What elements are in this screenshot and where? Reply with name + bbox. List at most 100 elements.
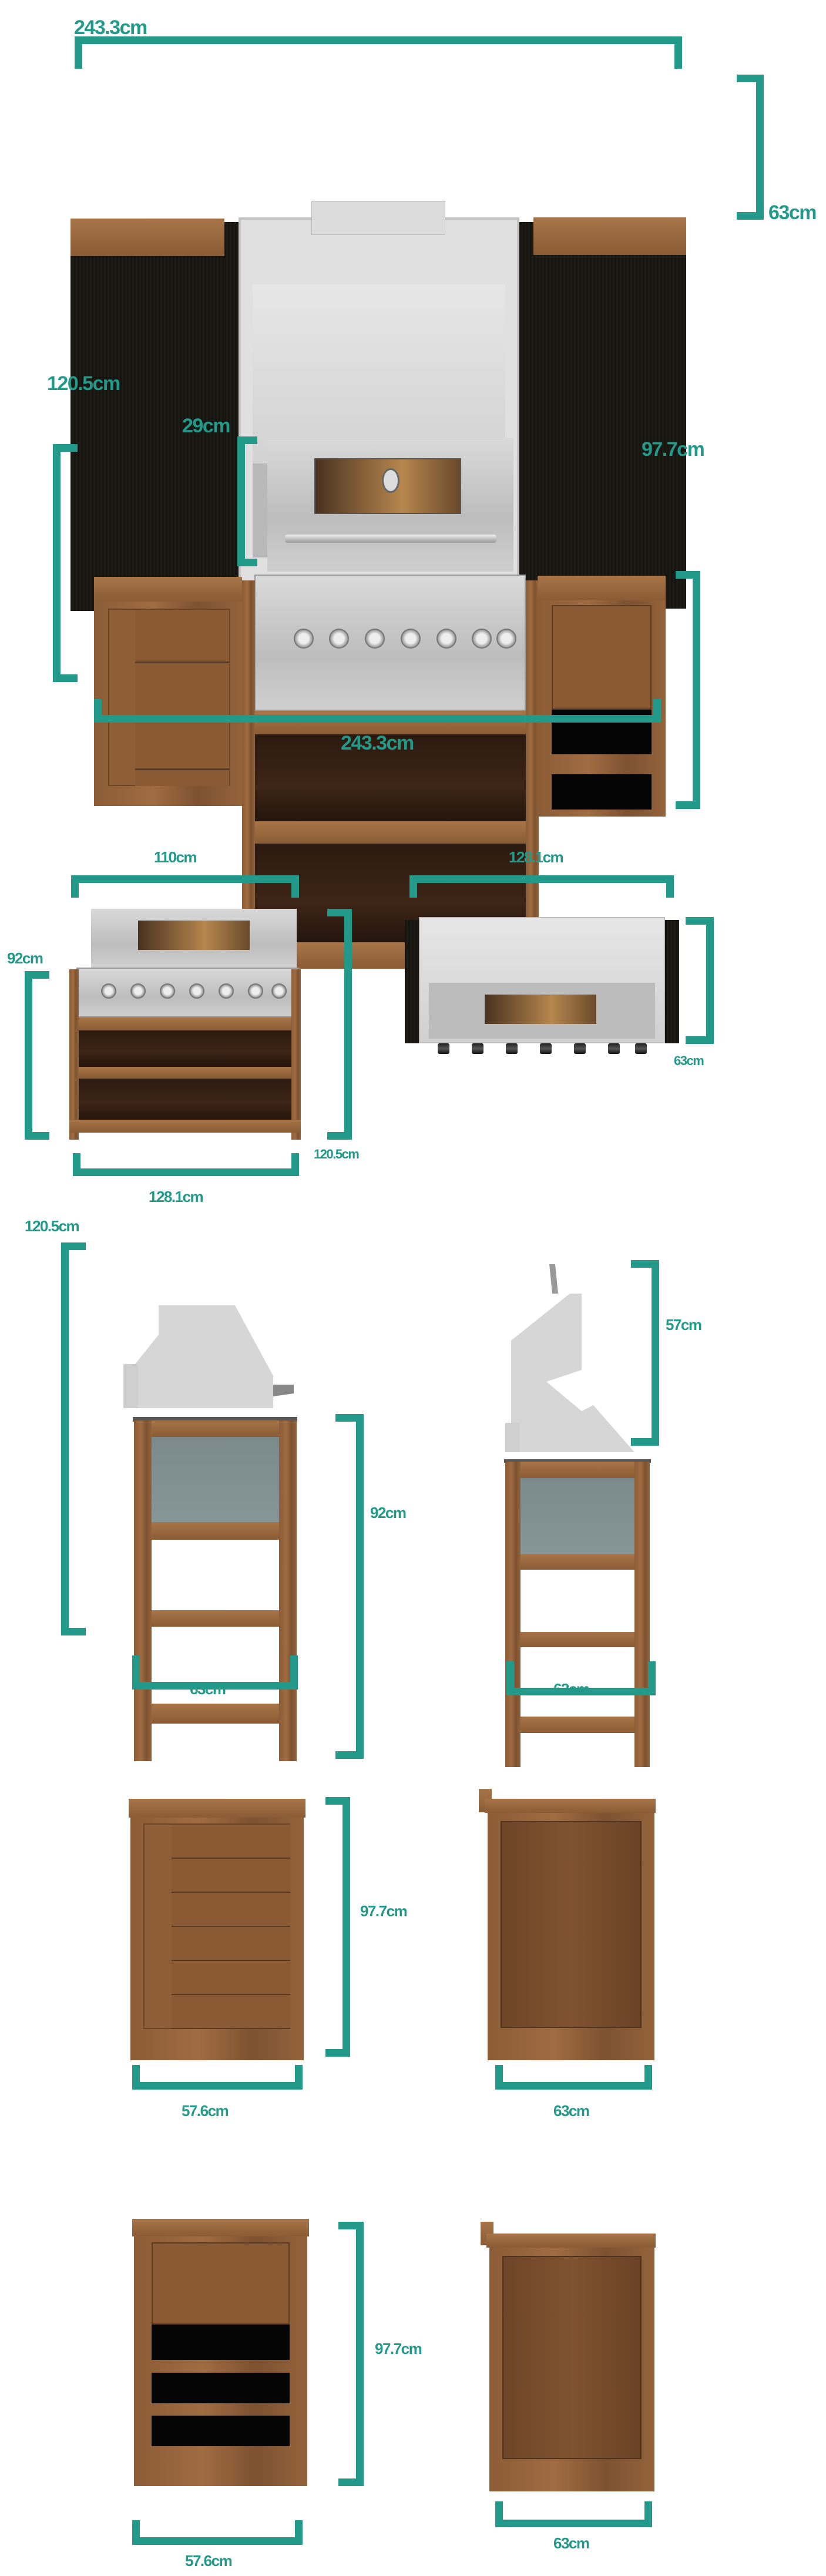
open-shelf xyxy=(254,734,526,821)
module-counter-height-bracket xyxy=(25,971,49,1140)
module-top-depth-bracket xyxy=(686,917,714,1044)
width-bracket xyxy=(94,699,661,723)
wine-cabinet-countertop xyxy=(538,576,666,600)
burner-knob[interactable] xyxy=(271,983,287,999)
burner-knob xyxy=(506,1043,518,1054)
module-top-view-width-label: 128.1cm xyxy=(509,848,564,866)
knobs-top xyxy=(438,1043,649,1055)
hood-window xyxy=(138,921,250,950)
frame-rail xyxy=(521,1632,634,1647)
side-counter-height-label: 92cm xyxy=(370,1504,407,1522)
side-counter-height-bracket xyxy=(335,1414,364,1759)
burner-knob xyxy=(438,1043,449,1054)
module-top-width-label: 110cm xyxy=(154,848,197,866)
module-bottom-width-label: 128.1cm xyxy=(149,1188,204,1205)
wine-rack xyxy=(152,2416,290,2446)
grill-hood-side-closed xyxy=(123,1305,294,1408)
door-slats xyxy=(172,1825,290,2029)
side-panel xyxy=(519,222,533,604)
open-shelf xyxy=(79,1079,291,1120)
side-panel xyxy=(502,2256,642,2459)
shelf-rail xyxy=(254,821,526,844)
burner-knob[interactable] xyxy=(101,983,116,999)
door-cabinet-front xyxy=(130,1818,304,2060)
thermometer-icon xyxy=(382,468,399,493)
side-depth-bracket xyxy=(132,1655,298,1690)
side-total-height-bracket xyxy=(61,1242,86,1635)
burner-knob xyxy=(635,1043,647,1054)
frame-leg xyxy=(69,969,79,1140)
burner-knob[interactable] xyxy=(365,629,385,649)
total-height-bracket xyxy=(53,444,78,682)
burner-knob[interactable] xyxy=(496,629,516,649)
burner-knob xyxy=(608,1043,620,1054)
top-width-label: 243.3cm xyxy=(74,16,147,39)
side-panel xyxy=(405,920,419,1043)
left-door-cabinet-body xyxy=(94,602,242,806)
door-cabinet-width-bracket xyxy=(132,2065,303,2090)
hood-lid xyxy=(253,284,505,464)
hood-open-bracket xyxy=(631,1260,659,1446)
module-bottom-width-bracket xyxy=(73,1153,299,1176)
hood-open-label: 57cm xyxy=(666,1316,702,1334)
depth-bracket xyxy=(737,75,764,220)
cabinet-door xyxy=(143,1823,290,2029)
burner-knob[interactable] xyxy=(248,983,263,999)
wine-cabinet-depth-bracket xyxy=(495,2501,652,2527)
counter-edge xyxy=(504,1459,651,1463)
burner-knob[interactable] xyxy=(436,629,456,649)
frame-rail xyxy=(152,1610,279,1627)
door-cabinet-depth-bracket xyxy=(495,2065,652,2090)
burner-knob[interactable] xyxy=(472,629,492,649)
door-cabinet-countertop xyxy=(129,1799,305,1818)
frame-rail xyxy=(521,1462,634,1478)
hood-handle xyxy=(285,535,496,543)
side-total-height-label: 120.5cm xyxy=(25,1217,80,1235)
front-width-label: 243.3cm xyxy=(341,732,414,754)
door-cabinet-width-label: 57.6cm xyxy=(182,2102,229,2120)
hood-handle xyxy=(311,201,445,235)
door-cabinet-side-countertop xyxy=(485,1799,656,1813)
module-control-panel xyxy=(76,968,300,1017)
door-cabinet-height-label: 97.7cm xyxy=(360,1902,408,1920)
right-cabinet-top xyxy=(533,217,686,609)
shelf-rail xyxy=(79,1067,291,1079)
countertop xyxy=(533,217,686,255)
wine-cabinet-body xyxy=(538,600,666,817)
width-bracket xyxy=(75,36,682,69)
wine-rack xyxy=(152,2373,290,2403)
side-glass-panel-open xyxy=(521,1478,634,1554)
window xyxy=(485,995,596,1024)
burner-knob[interactable] xyxy=(189,983,204,999)
wine-rack xyxy=(552,774,652,810)
cabinet-top-surface xyxy=(533,255,686,609)
left-cabinet-top xyxy=(70,219,224,611)
burner-knob xyxy=(472,1043,483,1054)
side-glass-panel xyxy=(152,1437,279,1522)
module-counter-height-label: 92cm xyxy=(7,949,43,967)
top-depth-label: 63cm xyxy=(768,201,817,224)
frame-rail xyxy=(152,1420,279,1437)
module-top-view xyxy=(419,917,665,1043)
wine-cabinet-countertop xyxy=(132,2219,309,2236)
hood-height-bracket xyxy=(237,436,257,566)
burner-knob[interactable] xyxy=(401,629,421,649)
hood-height-label: 29cm xyxy=(182,415,230,437)
door-cabinet-side xyxy=(488,1813,654,2060)
module-total-height-label: 120.5cm xyxy=(314,1147,360,1161)
burner-knob[interactable] xyxy=(329,629,349,649)
wine-cabinet-height-label: 97.7cm xyxy=(375,2340,422,2357)
burner-knob xyxy=(574,1043,586,1054)
shelf-rail xyxy=(69,1120,301,1133)
burner-knob[interactable] xyxy=(130,983,146,999)
burner-knob[interactable] xyxy=(160,983,175,999)
burner-knob[interactable] xyxy=(219,983,234,999)
side-depth-label: 63cm xyxy=(190,1680,226,1698)
burner-knob[interactable] xyxy=(294,629,314,649)
wine-rack xyxy=(152,2325,290,2360)
frame-leg xyxy=(279,1420,297,1761)
module-hood xyxy=(91,909,297,968)
countertop xyxy=(70,219,224,256)
burner-knob xyxy=(540,1043,552,1054)
frame-leg xyxy=(634,1462,650,1767)
